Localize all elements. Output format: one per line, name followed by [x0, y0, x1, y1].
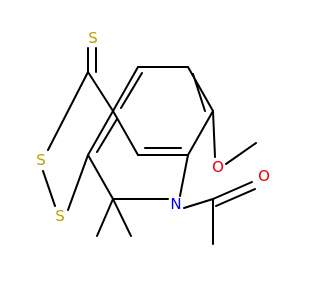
bond-methyl-2	[112, 198, 132, 237]
bond-methyl-1	[96, 198, 114, 237]
atom-label-ring-s-upper: S	[36, 151, 46, 169]
bond-ring-s2-s3	[42, 170, 56, 207]
bond-carbonyl-c-o-1	[212, 181, 253, 200]
bond-aromatic-inner-2	[192, 73, 206, 112]
atom-label-ring-n: N	[170, 195, 181, 213]
molecule-canvas: S S S O O N	[36, 29, 270, 245]
bond-ring-n-c5a	[179, 154, 189, 197]
bond-aromatic-3	[187, 66, 214, 112]
bond-double-c3a-c9b	[96, 118, 118, 153]
bond-aromatic-1	[112, 66, 139, 112]
atom-label-thione-s: S	[88, 29, 98, 47]
bond-ring-c1-s2	[47, 71, 89, 151]
structure-drawing: S S S O O N	[36, 29, 270, 245]
bond-layer	[42, 47, 257, 245]
atom-label-carbonyl-o: O	[258, 167, 270, 185]
bond-methoxy-o-ch3	[225, 142, 257, 165]
atom-label-layer: S S S O O N	[36, 29, 270, 225]
bond-ring-c9b-c3a	[87, 110, 114, 156]
atom-label-ring-s-lower: S	[55, 207, 65, 225]
atom-label-methoxy-o: O	[212, 158, 224, 176]
bond-aromatic-6	[112, 110, 139, 156]
bond-ring-c9b-c1	[87, 71, 114, 112]
bond-n-carbonyl-c	[183, 198, 214, 209]
bond-ring-s3-c3a	[67, 154, 89, 211]
bond-aromatic-inner-1	[120, 72, 143, 109]
bond-ring-c3a-c4	[87, 154, 114, 200]
bond-aromatic-4	[187, 110, 214, 156]
bond-carbonyl-c-o-2	[215, 188, 256, 207]
bond-c6-methoxy-o	[212, 110, 216, 158]
